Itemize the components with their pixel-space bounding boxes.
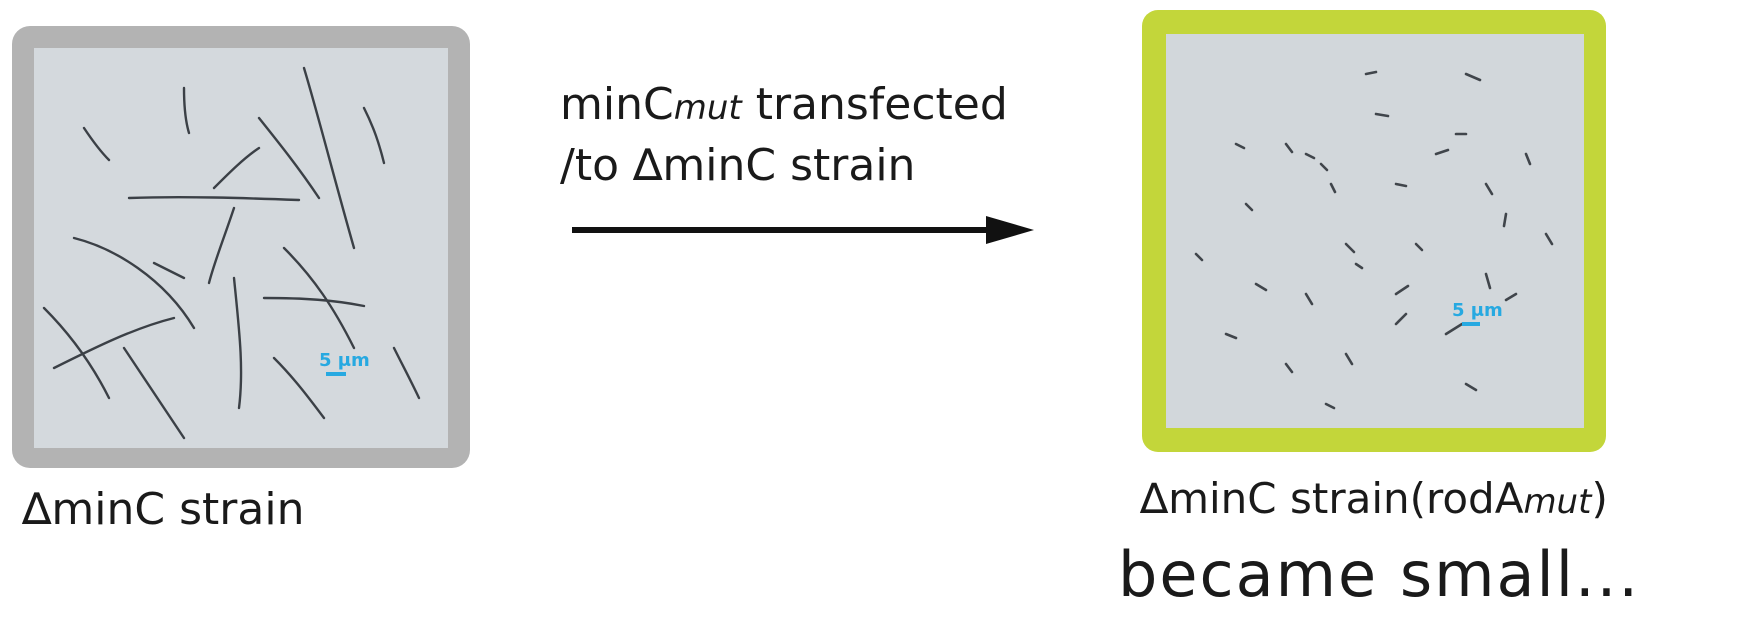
arrow-label-line1: minCmut transfected: [560, 79, 1008, 130]
right-microscopy-image: 5 μm: [1166, 34, 1584, 428]
left-caption: ∆minC strain: [22, 484, 305, 535]
right-image-frame: 5 μm: [1142, 10, 1606, 452]
svg-text:5 μm: 5 μm: [319, 350, 370, 371]
arrow-label-line2: /to ∆minC strain: [560, 140, 916, 191]
left-scale-bar: 5 μm: [319, 350, 370, 376]
svg-text:5 μm: 5 μm: [1452, 300, 1503, 321]
right-arrow-icon: [572, 216, 1034, 244]
result-note: became small...: [1118, 538, 1641, 611]
left-image-frame: 5 μm: [12, 26, 470, 468]
right-scale-bar: 5 μm: [1452, 300, 1503, 326]
left-microscopy-image: 5 μm: [34, 48, 448, 448]
arrow-label: minCmut transfected /to ∆minC strain: [560, 76, 1008, 195]
right-caption: ∆minC strain(rodAmut): [1140, 474, 1608, 523]
